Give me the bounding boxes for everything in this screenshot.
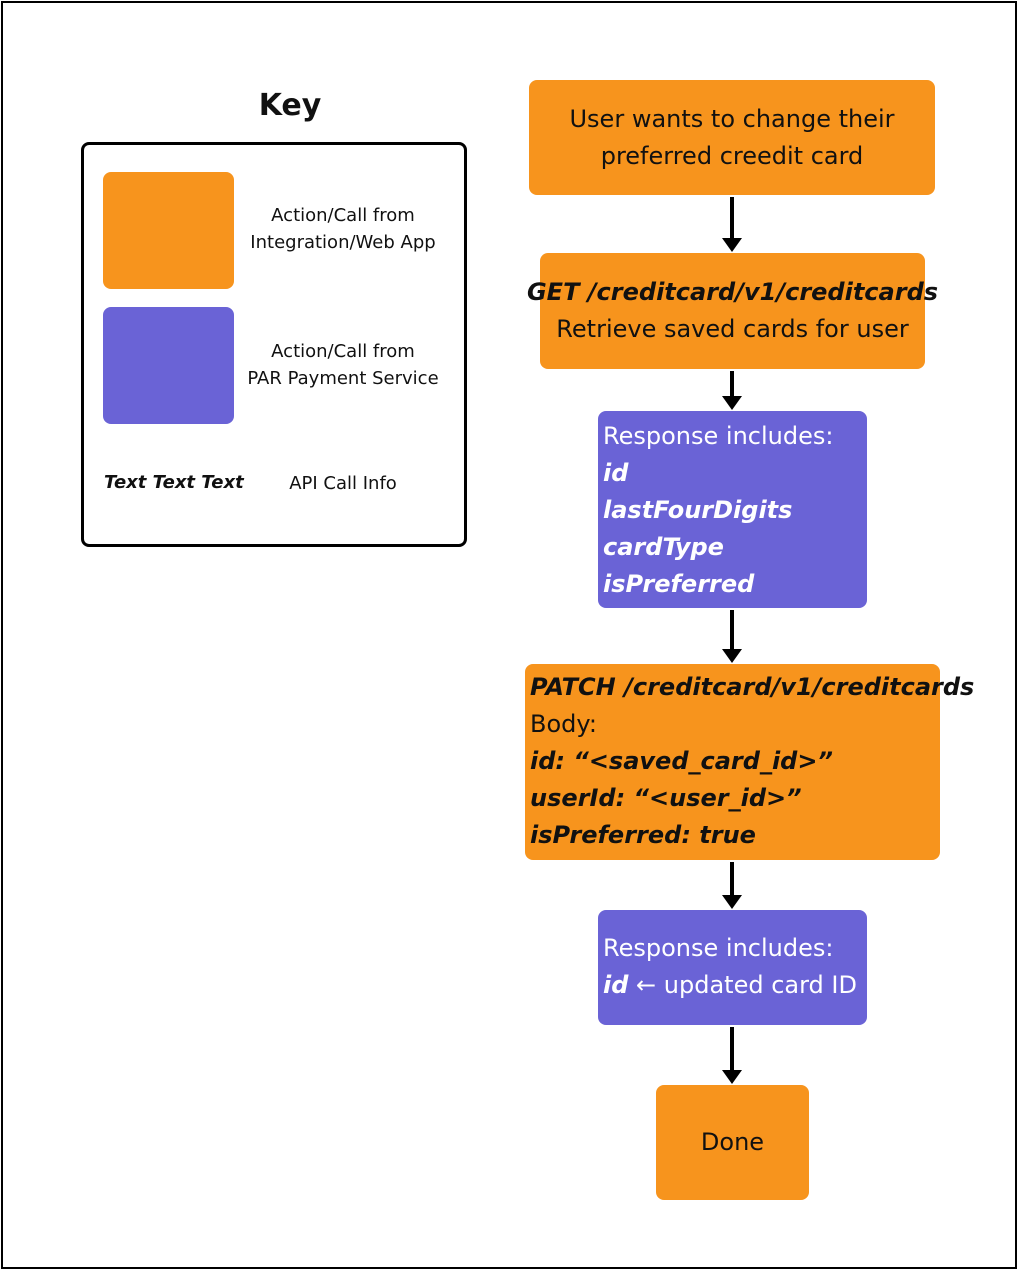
patch-response-field: id bbox=[603, 971, 629, 999]
step-patch-creditcard: PATCH /creditcard/v1/creditcards Body: i… bbox=[525, 664, 975, 860]
step-patch-response: Response includes: id ← updated card ID bbox=[598, 910, 867, 1025]
response-field: cardType bbox=[603, 533, 724, 561]
step-user-wants-change: User wants to change their preferred cre… bbox=[529, 80, 935, 195]
orange-label-line-2: Integration/Web App bbox=[250, 232, 436, 253]
key-example-label: API Call Info bbox=[289, 473, 397, 494]
purple-swatch bbox=[103, 307, 234, 424]
step-get-response: Response includes: id lastFourDigits car… bbox=[598, 411, 867, 608]
purple-swatch-label: Action/Call from PAR Payment Service bbox=[233, 338, 453, 392]
orange-swatch-label: Action/Call from Integration/Web App bbox=[233, 202, 453, 256]
patch-response-field-line: id ← updated card ID bbox=[603, 967, 867, 1004]
response-field: isPreferred bbox=[603, 570, 755, 598]
response-field: lastFourDigits bbox=[603, 496, 793, 524]
get-api-call: GET /creditcard/v1/creditcards bbox=[526, 278, 939, 306]
patch-api-call: PATCH /creditcard/v1/creditcards bbox=[530, 673, 975, 701]
response-field: id bbox=[603, 459, 629, 487]
orange-swatch bbox=[103, 172, 234, 289]
patch-response-heading: Response includes: bbox=[603, 934, 834, 962]
purple-label-line-2: PAR Payment Service bbox=[247, 368, 439, 389]
arrow-1 bbox=[722, 197, 742, 252]
get-response-heading: Response includes: bbox=[603, 422, 834, 450]
patch-body-line: userId: “<user_id>” bbox=[530, 784, 802, 812]
arrow-4 bbox=[722, 862, 742, 909]
key-example-text: Text Text Text bbox=[104, 472, 244, 493]
get-description: Retrieve saved cards for user bbox=[556, 315, 909, 343]
key-title: Key bbox=[258, 88, 322, 123]
arrow-2 bbox=[722, 371, 742, 410]
arrow-3 bbox=[722, 610, 742, 663]
key-legend-box bbox=[81, 142, 467, 547]
step1-line-1: User wants to change their bbox=[569, 104, 895, 133]
arrow-5 bbox=[722, 1027, 742, 1084]
patch-body-label: Body: bbox=[530, 710, 597, 738]
step-done: Done bbox=[656, 1085, 809, 1200]
patch-body-line: id: “<saved_card_id>” bbox=[530, 747, 833, 775]
step1-line-2: preferred creedit card bbox=[600, 141, 864, 170]
patch-response-note: ← updated card ID bbox=[628, 971, 857, 999]
done-label: Done bbox=[700, 1128, 765, 1156]
step-get-creditcards: GET /creditcard/v1/creditcards Retrieve … bbox=[527, 253, 938, 369]
orange-label-line-1: Action/Call from bbox=[271, 205, 415, 226]
patch-body-line: isPreferred: true bbox=[530, 821, 756, 849]
purple-label-line-1: Action/Call from bbox=[271, 341, 415, 362]
